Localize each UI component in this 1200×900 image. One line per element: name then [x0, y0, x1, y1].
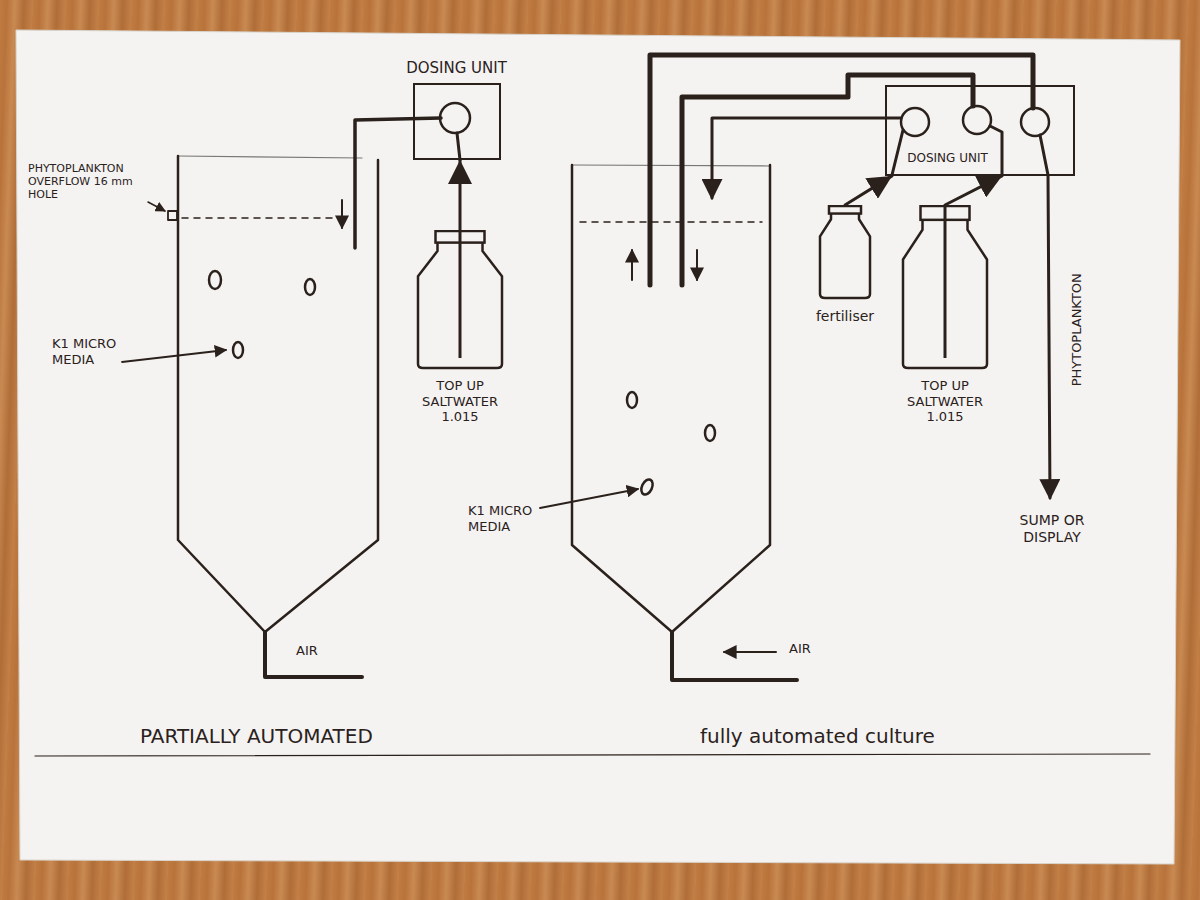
unit-label: DOSING UNIT: [907, 151, 988, 165]
tube-connector: [945, 176, 1002, 205]
air-pipe: [265, 632, 362, 677]
pump-feed: [457, 133, 460, 160]
k1-media: [705, 425, 715, 441]
caption-label: PARTIALLY AUTOMATED: [140, 724, 373, 748]
note-label: K1 MICRO MEDIA: [468, 503, 556, 534]
dosing-pump: [440, 103, 470, 133]
tank-rim: [178, 156, 362, 158]
dosing-unit: DOSING UNIT: [413, 83, 501, 160]
culture-tank: [572, 165, 770, 632]
suction-tube: [944, 206, 947, 358]
flow-arrow: [341, 200, 343, 228]
flow-arrow: [696, 250, 698, 280]
bottle-label: TOP UP SALTWATER 1.015: [408, 378, 513, 425]
leader-line: [540, 489, 638, 508]
tube-connector: [459, 160, 462, 230]
suction-tube: [459, 231, 462, 358]
bottle: TOP UP SALTWATER 1.015: [408, 230, 513, 425]
caption-label: fully automated culture: [700, 724, 935, 748]
bottle-outline: [900, 205, 990, 370]
fertiliser-line: [712, 118, 901, 198]
tube-connector: [845, 176, 892, 205]
dosing-pump: [1021, 108, 1049, 136]
k1-media: [627, 392, 637, 408]
paper-sheet: [16, 30, 1180, 864]
k1-media: [639, 478, 655, 497]
bottle-cap: [829, 206, 861, 214]
leader-line: [122, 350, 226, 362]
bottle-body: [820, 214, 870, 298]
dosing-pump: [963, 106, 991, 134]
bottle: TOP UP SALTWATER 1.015: [893, 205, 998, 425]
water-level: [182, 217, 350, 219]
baseline-rule: [35, 754, 1150, 756]
pump-feed: [990, 126, 1002, 175]
phytoplankton-outlet: [1040, 135, 1050, 498]
overflow-hole: [168, 211, 177, 220]
tank-rim: [572, 165, 770, 166]
culture-tank: [178, 156, 378, 632]
air-pipe: [672, 632, 797, 680]
bottle-outline: [415, 230, 505, 370]
feed-pipe: [682, 75, 973, 285]
note-label: PHYTOPLANKTON: [1068, 273, 1084, 386]
flow-arrow: [631, 250, 633, 280]
unit-label: DOSING UNIT: [406, 59, 507, 77]
bottle-outline: [817, 205, 873, 300]
bottle-label: TOP UP SALTWATER 1.015: [893, 378, 998, 425]
k1-media: [233, 342, 243, 358]
k1-media: [209, 271, 221, 289]
dosing-unit: DOSING UNIT: [885, 85, 1075, 176]
k1-media: [305, 279, 315, 295]
bottle: fertiliser: [805, 205, 885, 325]
note-label: AIR: [789, 641, 811, 657]
dosing-pump: [901, 108, 929, 136]
bottle-label: fertiliser: [805, 308, 885, 325]
note-label: PHYTOPLANKTON OVERFLOW 16 mm HOLE: [28, 162, 153, 202]
return-pipe: [650, 55, 1033, 285]
note-label: AIR: [296, 643, 318, 659]
pump-feed: [892, 130, 903, 175]
leader-line: [148, 202, 165, 211]
note-label: K1 MICRO MEDIA: [52, 336, 147, 367]
air-arrow: [724, 651, 776, 653]
note-label: SUMP OR DISPLAY: [992, 512, 1112, 546]
dosing-tube: [355, 118, 441, 248]
water-level: [580, 221, 762, 223]
